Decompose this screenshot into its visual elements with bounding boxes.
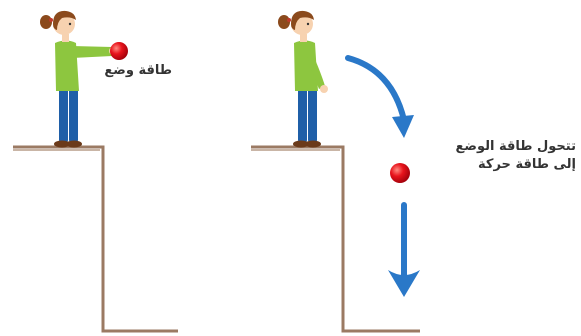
down-arrow [388, 205, 420, 297]
left-panel [13, 11, 178, 331]
right-panel [251, 11, 420, 331]
ball-held [110, 42, 128, 60]
girl-standing [278, 11, 328, 148]
energy-conversion-line1: تتحول طاقة الوضع [426, 138, 576, 156]
energy-conversion-line2: إلى طاقة حركة [426, 156, 576, 174]
ball-falling [390, 163, 410, 183]
curved-arrow [348, 58, 414, 138]
left-ledge [13, 147, 178, 331]
potential-energy-label: طاقة وضع [110, 62, 172, 80]
energy-conversion-label: تتحول طاقة الوضع إلى طاقة حركة [426, 138, 576, 174]
